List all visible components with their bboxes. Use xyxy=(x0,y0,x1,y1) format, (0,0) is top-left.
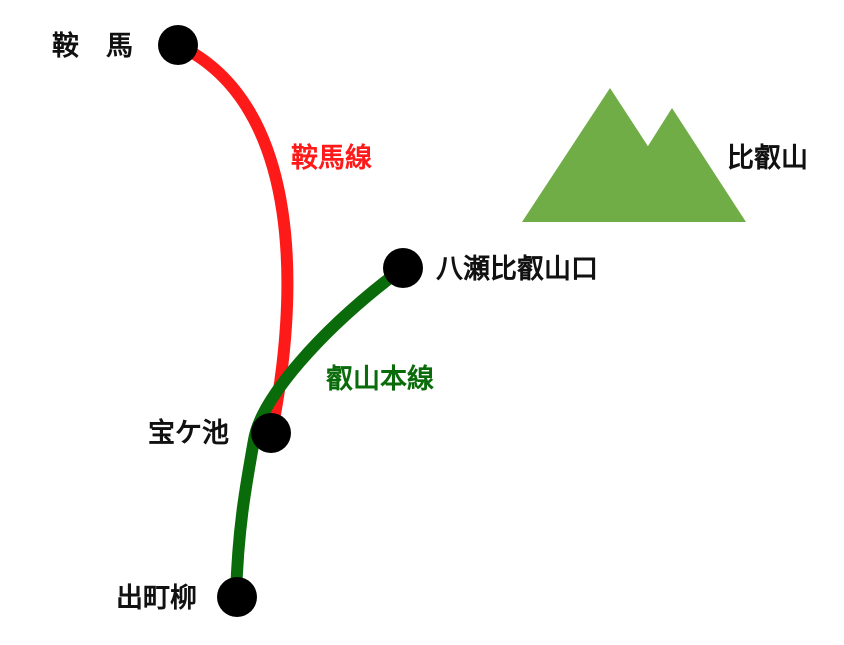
station-label-demachiyanagi: 出町柳 xyxy=(116,583,197,614)
station-dot-takaragaike[interactable] xyxy=(251,413,291,453)
station-label-yase-hieizanguchi: 八瀬比叡山口 xyxy=(436,254,598,285)
line-label-kurama: 鞍馬線 xyxy=(291,143,372,174)
station-label-takaragaike: 宝ケ池 xyxy=(148,418,229,449)
mountain-label-hiei: 比叡山 xyxy=(727,143,808,174)
station-label-kurama: 鞍 馬 xyxy=(52,31,133,62)
kurama-line-path xyxy=(172,39,294,436)
station-dot-yase-hieizanguchi[interactable] xyxy=(383,248,423,288)
station-dot-demachiyanagi[interactable] xyxy=(217,577,257,617)
station-dot-kurama[interactable] xyxy=(158,25,198,65)
line-label-eizan-main: 叡山本線 xyxy=(326,364,434,395)
mountain-icon xyxy=(522,88,746,222)
